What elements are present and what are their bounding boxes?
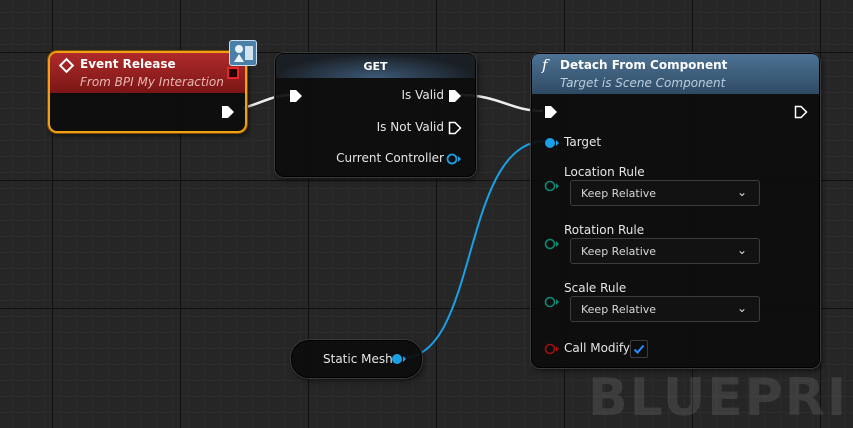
event-release-node[interactable]: Event Release From BPI My Interaction [48,51,247,133]
object-wire-mesh-to-target [401,140,547,359]
location-rule-dropdown[interactable]: Keep Relative ⌄ [570,180,760,206]
scale-rule-value: Keep Relative [581,303,657,316]
target-pin[interactable] [544,136,560,150]
function-f-icon: f [542,56,548,74]
event-exec-out-pin[interactable] [221,105,235,119]
interface-function-icon [229,40,257,66]
is-valid-exec-pin[interactable] [448,89,462,103]
checkmark-icon [633,344,645,354]
delegate-pin-icon[interactable] [227,67,239,79]
static-mesh-label: Static Mesh [323,352,393,366]
call-modify-pin[interactable] [544,342,560,356]
event-node-title: Event Release [80,57,176,71]
detach-node-header: f Detach From Component Target is Scene … [532,54,819,94]
rotation-rule-label: Rotation Rule [564,223,645,237]
scale-rule-label: Scale Rule [564,281,627,295]
call-modify-checkbox[interactable] [630,340,648,358]
detach-exec-out-pin[interactable] [794,105,808,119]
detach-from-component-node[interactable]: f Detach From Component Target is Scene … [531,53,820,368]
location-rule-pin[interactable] [544,179,560,193]
get-node-header: GET [276,54,475,78]
current-controller-pin[interactable] [446,152,462,166]
detach-node-title: Detach From Component [560,58,728,72]
current-controller-label: Current Controller [336,151,444,165]
get-node-title: GET [363,60,388,73]
event-node-subtitle: From BPI My Interaction [80,75,224,89]
scale-rule-dropdown[interactable]: Keep Relative ⌄ [570,296,760,322]
rotation-rule-value: Keep Relative [581,245,657,258]
is-not-valid-exec-pin[interactable] [448,121,462,135]
chevron-down-icon: ⌄ [736,243,747,257]
location-rule-value: Keep Relative [581,187,657,200]
blueprint-watermark: BLUEPRINT [588,368,853,428]
chevron-down-icon: ⌄ [736,185,747,199]
rotation-rule-pin[interactable] [544,237,560,251]
detach-node-subtitle: Target is Scene Component [560,76,726,90]
get-exec-in-pin[interactable] [289,89,303,103]
scale-rule-pin[interactable] [544,295,560,309]
is-not-valid-label: Is Not Valid [376,120,444,134]
target-label: Target [564,135,602,149]
is-valid-label: Is Valid [401,88,444,102]
chevron-down-icon: ⌄ [736,301,747,315]
location-rule-label: Location Rule [564,165,645,179]
event-node-header: Event Release From BPI My Interaction [50,53,245,93]
event-diamond-icon [58,57,75,74]
static-mesh-out-pin[interactable] [391,352,407,366]
get-node[interactable]: GET Is Valid Is Not Valid Current Contro… [275,53,476,177]
call-modify-label: Call Modify [564,341,630,355]
detach-exec-in-pin[interactable] [544,105,558,119]
rotation-rule-dropdown[interactable]: Keep Relative ⌄ [570,238,760,264]
static-mesh-variable-node[interactable]: Static Mesh [291,340,422,378]
